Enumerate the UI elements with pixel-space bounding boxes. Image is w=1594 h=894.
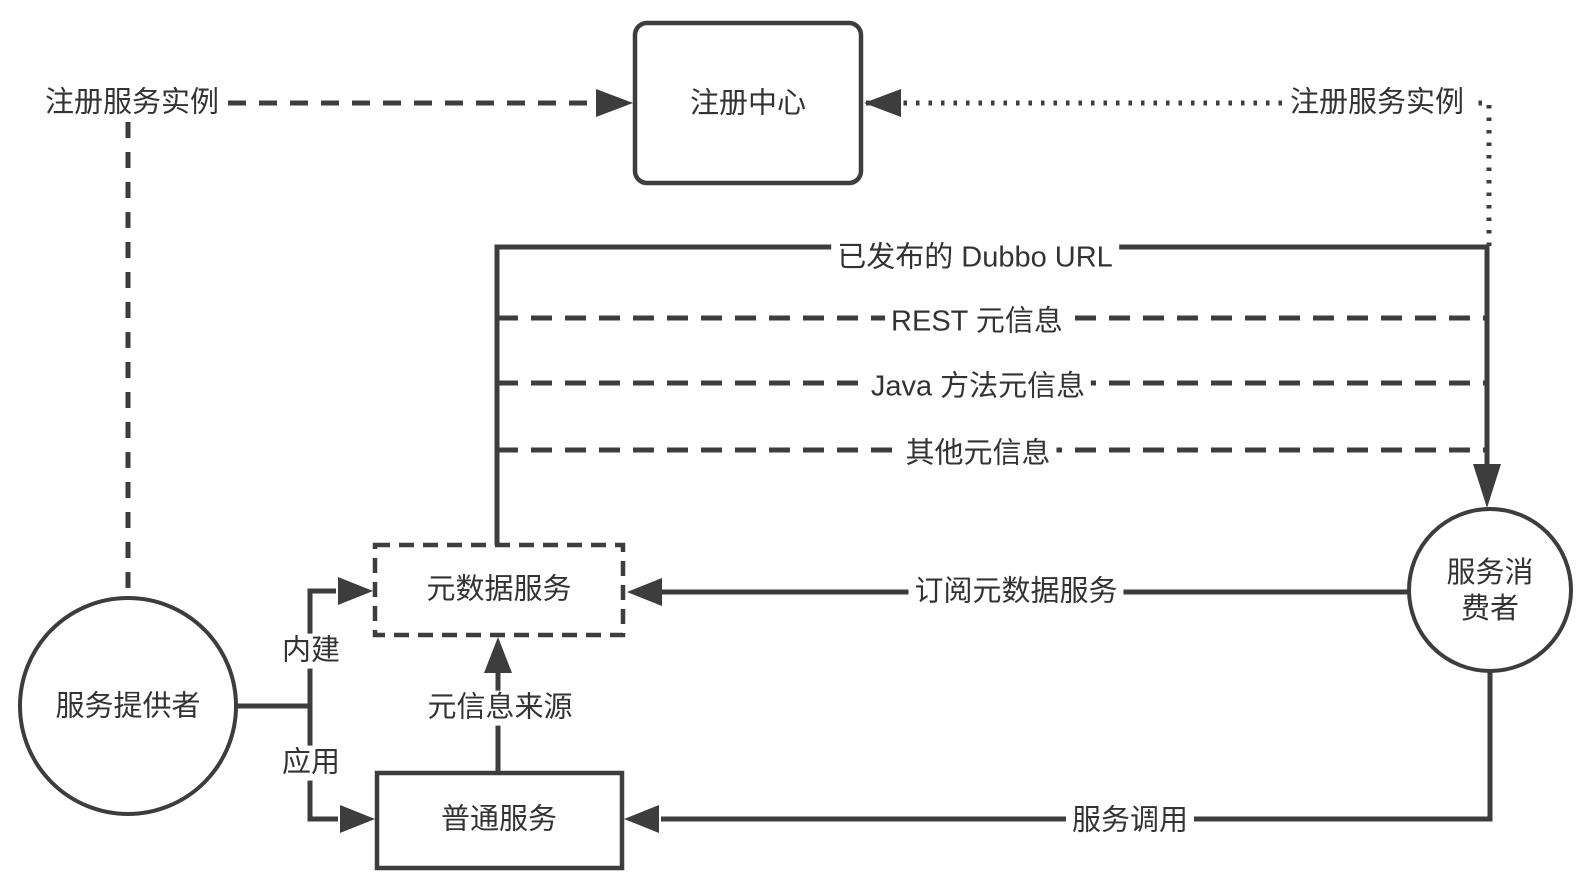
provider-node-label: 服务提供者 xyxy=(55,690,201,723)
consumer-node-circle xyxy=(1407,507,1573,673)
registry-node-label: 注册中心 xyxy=(689,87,807,120)
plain-service-node-box xyxy=(374,770,625,871)
registry-node-box xyxy=(632,20,864,186)
java-method-metadata-label: Java 方法元信息 xyxy=(864,369,1092,405)
arrowhead-source-into-metadata-bottom xyxy=(484,637,512,673)
arrowhead-invocation-into-plain xyxy=(624,805,659,833)
register-instance-left-label: 注册服务实例 xyxy=(38,85,226,121)
service-invocation-label: 服务调用 xyxy=(1065,803,1195,839)
arrowhead-subscribe-into-metadata xyxy=(627,578,662,606)
metadata-service-node-box xyxy=(372,542,626,638)
edge-invocation-line xyxy=(661,672,1493,822)
subscribe-metadata-label: 订阅元数据服务 xyxy=(908,574,1124,610)
arrowhead-into-registry-right xyxy=(864,89,901,117)
register-instance-right-label: 注册服务实例 xyxy=(1283,85,1471,121)
other-metadata-label: 其他元信息 xyxy=(899,436,1057,472)
edge-register-right-line xyxy=(866,100,1492,247)
arrowhead-into-registry-left xyxy=(596,89,633,117)
builtin-label: 内建 xyxy=(275,633,347,669)
provider-node-circle xyxy=(18,596,238,816)
application-label: 应用 xyxy=(275,745,347,781)
arrowhead-into-consumer-top xyxy=(1473,464,1501,508)
arrowhead-builtin-into-metadata xyxy=(338,577,373,605)
metadata-service-node-label: 元数据服务 xyxy=(426,573,572,606)
arrowhead-application-into-plain xyxy=(340,805,375,833)
plain-service-node-label: 普通服务 xyxy=(440,803,558,836)
published-dubbo-url-label: 已发布的 Dubbo URL xyxy=(831,240,1119,276)
metadata-source-label: 元信息来源 xyxy=(421,690,579,726)
rest-metadata-label: REST 元信息 xyxy=(885,304,1069,340)
consumer-node-label: 服务消费者 xyxy=(1446,556,1534,625)
edge-application-line xyxy=(307,706,338,822)
